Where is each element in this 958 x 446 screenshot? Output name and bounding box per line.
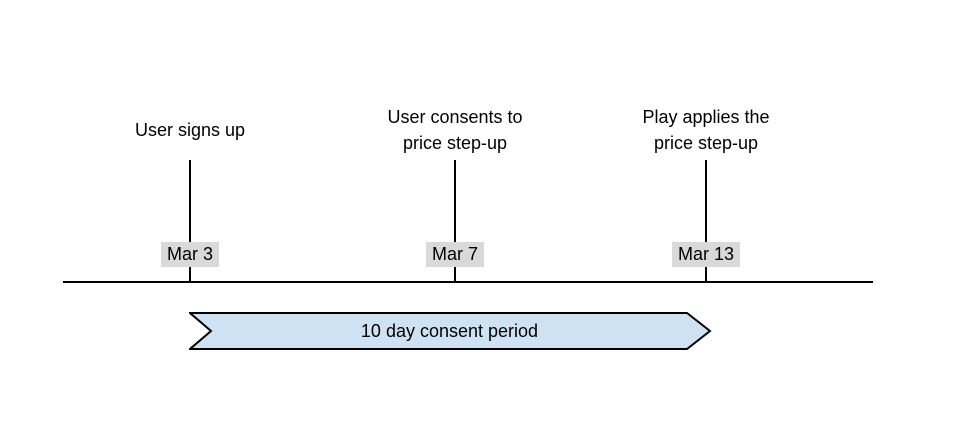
event-label-user-consents: User consents to price step-up xyxy=(387,107,523,153)
timeline-axis xyxy=(63,281,873,283)
consent-period-label: 10 day consent period xyxy=(360,320,539,341)
date-badge-mar-13: Mar 13 xyxy=(671,242,741,267)
event-label-user-signs-up: User signs up xyxy=(134,120,246,140)
event-tick-mar-3 xyxy=(189,160,191,282)
event-tick-mar-13 xyxy=(705,160,707,282)
consent-period-ribbon-icon xyxy=(189,312,712,350)
event-tick-mar-7 xyxy=(454,160,456,282)
date-badge-mar-3: Mar 3 xyxy=(160,242,220,267)
event-label-play-applies: Play applies the price step-up xyxy=(642,107,770,153)
date-badge-mar-7: Mar 7 xyxy=(425,242,485,267)
